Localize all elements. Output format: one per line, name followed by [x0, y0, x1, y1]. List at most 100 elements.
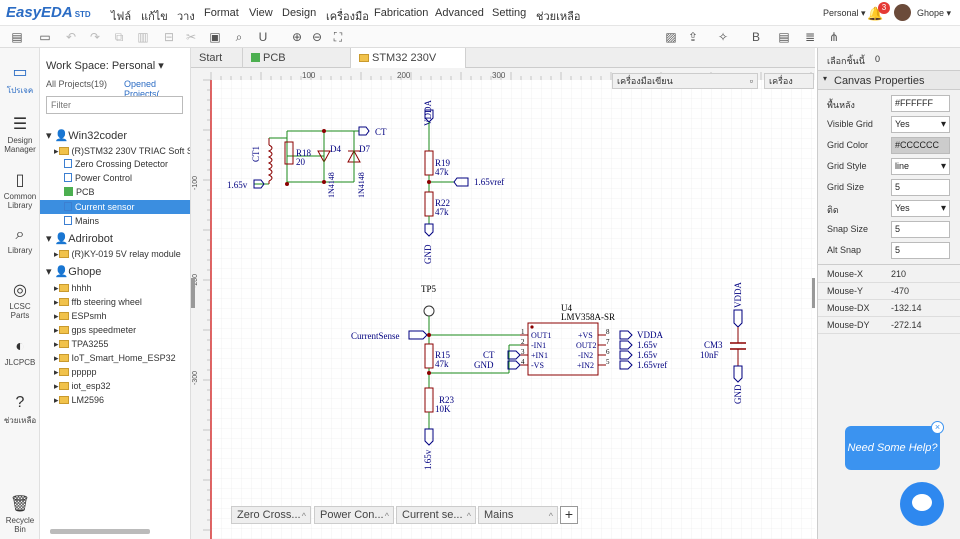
nav-project[interactable]: ▭โปรเจค — [0, 62, 40, 97]
property-field[interactable]: #FFFFFF — [891, 95, 950, 112]
u4-opamp[interactable]: U4 LMV358A-SR OUT1 -IN1 +IN1 -VS +VS OUT… — [474, 303, 667, 376]
sheet-tab-current-sensor[interactable]: Current se... — [396, 506, 476, 524]
expand-icon[interactable]: ▸ — [54, 353, 59, 363]
zoom-out-icon[interactable]: ⊖ — [311, 30, 323, 44]
expand-icon[interactable]: ▸ — [54, 311, 59, 321]
nav-jlcpcb[interactable]: ◐JLCPCB — [0, 338, 40, 367]
schematic-canvas[interactable]: 100 200 300 -100 -200 -300 — [191, 68, 815, 539]
find-icon[interactable]: ⌕ — [235, 30, 243, 44]
workspace-switch[interactable]: Personal ▾ — [823, 8, 866, 18]
menu-design[interactable]: Design — [282, 7, 317, 19]
tab-start[interactable]: Start — [191, 48, 243, 68]
menu-place[interactable]: วาง — [177, 11, 195, 23]
bom-icon[interactable]: B — [751, 30, 760, 44]
duplicate-icon[interactable]: ▣ — [209, 30, 221, 44]
tree-item[interactable]: Mains — [40, 214, 190, 228]
workspace-label[interactable]: Work Space: Personal ▾ — [46, 60, 164, 72]
export-icon[interactable]: ⇪ — [687, 30, 699, 44]
drawing-tools-panel[interactable]: เครื่องมือเขียน ▫ — [612, 73, 758, 89]
u4-body[interactable] — [527, 322, 599, 376]
tree-item[interactable]: ▸TPA3255 — [40, 337, 190, 351]
tab-pcb[interactable]: PCB — [243, 48, 351, 68]
delete-icon[interactable]: ⊟ — [163, 30, 175, 44]
nav-help[interactable]: ?ช่วยเหลือ — [0, 394, 40, 427]
expand-icon[interactable]: ▸ — [54, 283, 59, 293]
tree-item[interactable]: ▸(R)KY-019 5V relay module — [40, 247, 190, 261]
maximize-icon[interactable]: ▫ — [749, 76, 753, 86]
expand-icon[interactable]: ▸ — [54, 339, 59, 349]
tree-owner[interactable]: ▾ 👤Adrirobot — [40, 232, 190, 246]
schematic-svg[interactable]: 100 200 300 -100 -200 -300 — [191, 68, 815, 539]
share-icon[interactable]: ⋔ — [828, 30, 840, 44]
user-menu[interactable]: Ghope ▾ — [917, 8, 952, 18]
property-field[interactable]: line — [891, 158, 950, 175]
tree-item[interactable]: ▸(R)STM32 230V TRIAC Soft Sta — [40, 144, 190, 158]
tree-item[interactable]: ▸ESPsmh — [40, 309, 190, 323]
expand-icon[interactable]: ▸ — [54, 249, 59, 259]
expand-icon[interactable]: ▾ — [46, 233, 55, 245]
expand-icon[interactable]: ▸ — [54, 146, 59, 156]
vref-divider[interactable]: VDDA R19 47k 1.65vref R22 47k GND — [423, 100, 504, 264]
tree-item[interactable]: ▸ffb steering wheel — [40, 295, 190, 309]
property-field[interactable]: #CCCCCC — [891, 137, 950, 154]
all-projects-tab[interactable]: All Projects(19) — [46, 79, 108, 89]
layers-icon[interactable]: ▤ — [778, 30, 790, 44]
close-icon[interactable]: × — [931, 421, 944, 434]
cm3-capacitor[interactable]: VDDA CM3 10nF GND — [700, 282, 746, 404]
expand-icon[interactable]: ▸ — [54, 381, 59, 391]
property-field[interactable]: 5 — [891, 221, 950, 238]
tree-item[interactable]: ▸ppppp — [40, 365, 190, 379]
menu-edit[interactable]: แก้ไข — [141, 11, 168, 23]
menu-tools[interactable]: เครื่องมือ — [326, 11, 369, 23]
cut-icon[interactable]: ✂ — [185, 30, 197, 44]
sheet-tab-zero-crossing[interactable]: Zero Cross... — [231, 506, 311, 524]
expand-icon[interactable]: ▾ — [46, 266, 55, 278]
tree-item[interactable]: PCB — [40, 185, 190, 199]
property-field[interactable]: 5 — [891, 179, 950, 196]
ct1-block[interactable]: CT1 R18 20 D4 D7 1N4148 1N4148 CT 1.65v — [227, 126, 387, 198]
expand-icon[interactable]: ▸ — [54, 325, 59, 335]
tree-item[interactable]: ▸gps speedmeter — [40, 323, 190, 337]
paste-icon[interactable]: ▥ — [137, 30, 149, 44]
tree-item[interactable]: Zero Crossing Detector — [40, 157, 190, 171]
menu-advanced[interactable]: Advanced — [435, 7, 484, 19]
save-icon[interactable]: ▤ — [11, 30, 23, 44]
menu-help[interactable]: ช่วยเหลือ — [536, 11, 581, 23]
drc-icon[interactable]: ✧ — [717, 30, 729, 44]
expand-icon[interactable]: ▸ — [54, 297, 59, 307]
chat-icon[interactable] — [900, 482, 944, 526]
nav-design-manager[interactable]: ☰Design Manager — [0, 114, 40, 154]
left-collapse-handle[interactable] — [191, 278, 195, 308]
avatar[interactable] — [894, 4, 911, 21]
nav-common-library[interactable]: ▯Common Library — [0, 170, 40, 210]
redo-icon[interactable]: ↷ — [89, 30, 101, 44]
sheet-tab-mains[interactable]: Mains — [478, 506, 558, 524]
copy-icon[interactable]: ⧉ — [114, 30, 124, 44]
nav-lcsc-parts[interactable]: ◎LCSC Parts — [0, 280, 40, 320]
menu-setting[interactable]: Setting — [492, 7, 527, 19]
expand-icon[interactable]: ▸ — [54, 367, 59, 377]
nav-recycle-bin[interactable]: 🗑Recycle Bin — [0, 494, 40, 534]
property-field[interactable]: 5 — [891, 242, 950, 259]
sheet-tab-power-control[interactable]: Power Con... — [314, 506, 394, 524]
menu-file[interactable]: ไฟล์ — [111, 11, 132, 23]
tree-item[interactable]: Power Control — [40, 171, 190, 185]
tree-owner[interactable]: ▾ 👤Ghope — [40, 265, 190, 279]
stack-icon[interactable]: ≣ — [804, 30, 816, 44]
tree-item[interactable]: ▸LM2596 — [40, 393, 190, 407]
nav-library[interactable]: ⌕Library — [0, 226, 40, 255]
property-field[interactable]: Yes — [891, 116, 950, 133]
right-collapse-handle[interactable] — [812, 278, 815, 308]
horizontal-scrollbar[interactable] — [50, 529, 150, 534]
add-sheet-button[interactable]: + — [560, 506, 578, 524]
expand-icon[interactable]: ▸ — [54, 395, 59, 405]
menu-fabrication[interactable]: Fabrication — [374, 7, 429, 19]
wiring-tools-panel[interactable]: เครื่อง — [764, 73, 814, 89]
opened-projects-tab[interactable]: Opened Projects( — [124, 79, 160, 99]
image-icon[interactable]: ▨ — [665, 30, 677, 44]
filter-input[interactable] — [46, 96, 183, 114]
menu-view[interactable]: View — [249, 7, 273, 19]
undo-icon[interactable]: ↶ — [65, 30, 77, 44]
current-sense-input[interactable]: TP5 CurrentSense R15 47k R23 10K 1.65v — [351, 284, 520, 470]
